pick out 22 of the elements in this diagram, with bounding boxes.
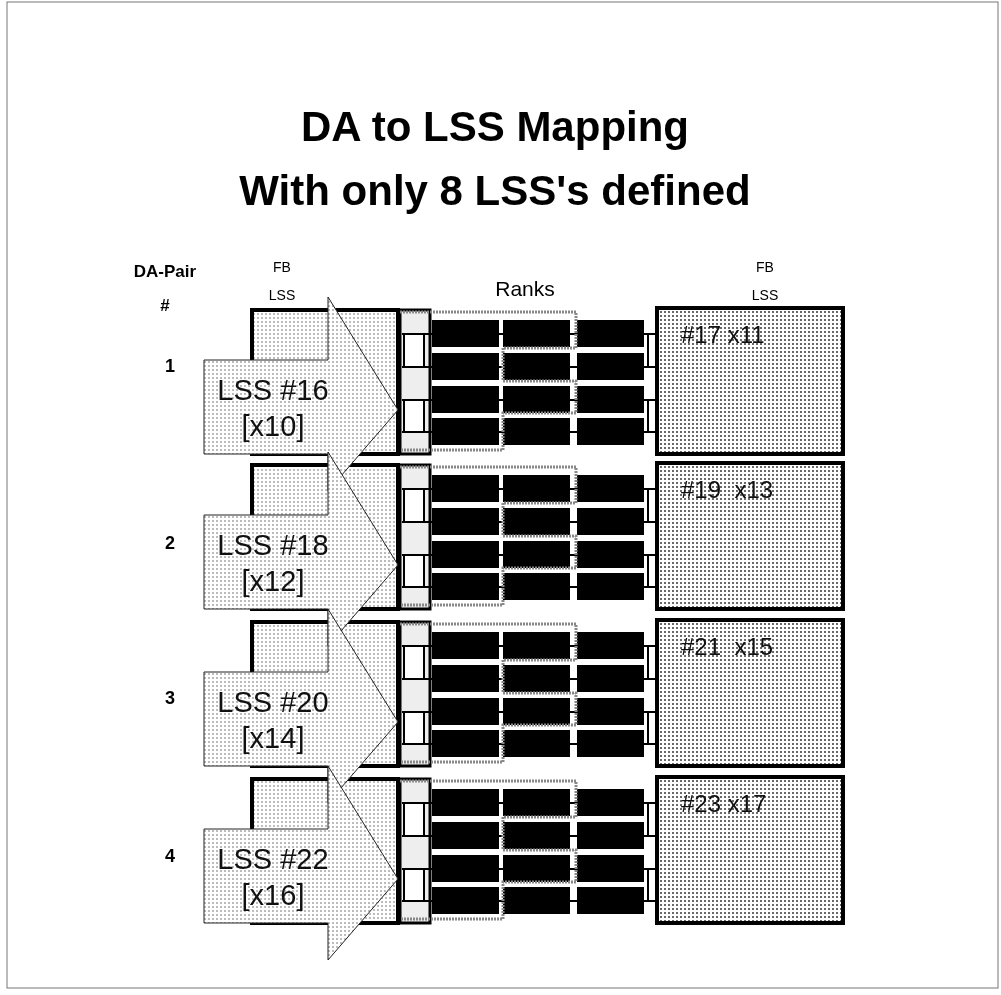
column-header: DA-Pair # [132,261,198,317]
lss-box [655,306,845,456]
lss-label: #17 x11 [681,320,765,350]
lss-label: #23 x17 [681,789,767,819]
row-number: 3 [164,687,176,709]
lss-box [655,461,845,611]
column-header: Ranks [494,276,556,301]
column-header: FB LSS [750,258,780,305]
lss-label: #19 x13 [681,475,774,505]
row-number: 2 [164,532,176,554]
row-number: 4 [164,845,176,867]
lss-box [655,775,845,925]
lss-label: LSS #20 [x14] [216,685,330,756]
lss-box [655,618,845,768]
row-number: 1 [164,355,176,377]
lss-label: LSS #16 [x10] [216,373,330,444]
lss-label: LSS #18 [x12] [216,528,330,599]
lss-label: LSS #22 [x16] [216,842,330,913]
pointed-label-panel [203,765,400,961]
title: DA to LSS Mapping With only 8 LSS's defined [238,102,752,216]
column-header: FB LSS [267,258,297,305]
lss-label: #21 x15 [681,632,774,662]
